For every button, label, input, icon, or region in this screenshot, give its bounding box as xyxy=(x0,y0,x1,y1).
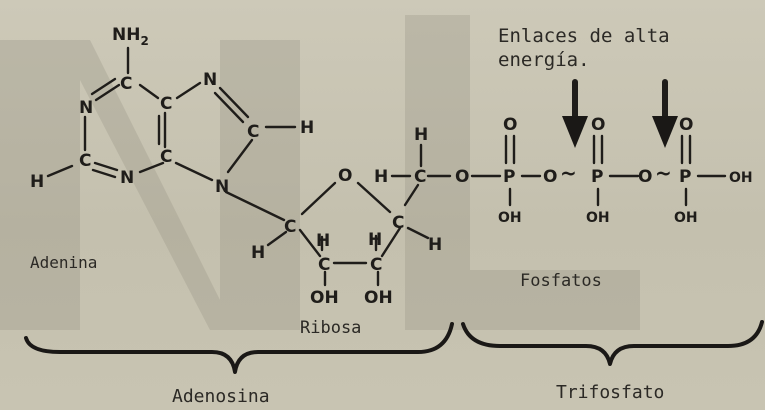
atom-h3-prime: H xyxy=(368,230,382,250)
atom-oh-gamma: OH xyxy=(674,210,698,226)
atom-p-alpha: P xyxy=(503,167,515,187)
label-ribosa: Ribosa xyxy=(300,318,361,338)
caption-high-energy-line2: energía. xyxy=(498,49,590,71)
atom-o-beta: O xyxy=(591,115,605,135)
label-adenina: Adenina xyxy=(30,253,97,272)
background-watermark xyxy=(0,15,640,330)
atom-h8: H xyxy=(300,118,314,138)
atom-n3: N xyxy=(120,168,134,188)
label-trifosfato: Trifosfato xyxy=(556,382,664,403)
squiggle-bond-1: ~ xyxy=(560,161,577,185)
atom-o-alpha: O xyxy=(503,115,517,135)
atom-h4-prime: H xyxy=(428,235,442,255)
atom-h5-top: H xyxy=(414,125,428,145)
atom-o-ring: O xyxy=(338,166,352,186)
atom-c2: C xyxy=(79,151,91,171)
atom-oh-3-prime: OH xyxy=(364,288,393,308)
atom-c3-prime: C xyxy=(370,255,382,275)
atom-c2-prime: C xyxy=(318,255,330,275)
atom-c4-prime: C xyxy=(392,213,404,233)
adenine-bonds xyxy=(46,46,297,222)
caption-high-energy-line1: Enlaces de alta xyxy=(498,25,670,47)
ribose-bonds xyxy=(266,143,452,287)
triphosphate-brace xyxy=(461,320,764,366)
atom-c5-prime: C xyxy=(414,167,426,187)
atom-h1: H xyxy=(251,243,265,263)
atom-oh-2-prime: OH xyxy=(310,288,339,308)
high-energy-arrow-1 xyxy=(562,79,588,148)
atom-c5: C xyxy=(160,94,172,114)
label-adenosina: Adenosina xyxy=(172,386,270,407)
atom-o-ester: O xyxy=(455,167,469,187)
atom-oh-alpha: OH xyxy=(498,210,522,226)
atom-h5-left: H xyxy=(374,167,388,187)
atom-h2-prime: H xyxy=(316,231,330,251)
atom-p-beta: P xyxy=(591,167,603,187)
atom-c1: C xyxy=(284,217,296,237)
atom-n9: N xyxy=(215,177,229,197)
atom-oh-terminal: OH xyxy=(729,170,753,186)
high-energy-arrow-2 xyxy=(652,79,678,148)
atom-o-gamma: O xyxy=(679,115,693,135)
squiggle-bond-2: ~ xyxy=(655,161,672,185)
atom-o-bridge-2: O xyxy=(638,167,652,187)
atom-c4: C xyxy=(160,147,172,167)
atom-c8: C xyxy=(247,122,259,142)
atom-n7: N xyxy=(203,70,217,90)
adenosine-brace xyxy=(24,322,454,374)
phosphate-bonds xyxy=(470,134,727,207)
atom-o-bridge-1: O xyxy=(543,167,557,187)
label-fosfatos: Fosfatos xyxy=(520,271,602,291)
atom-nh2: NH2 xyxy=(112,25,149,48)
atom-h2: H xyxy=(30,172,44,192)
atom-n1: N xyxy=(79,98,93,118)
atom-p-gamma: P xyxy=(679,167,691,187)
atom-oh-beta: OH xyxy=(586,210,610,226)
atom-c6: C xyxy=(120,74,132,94)
